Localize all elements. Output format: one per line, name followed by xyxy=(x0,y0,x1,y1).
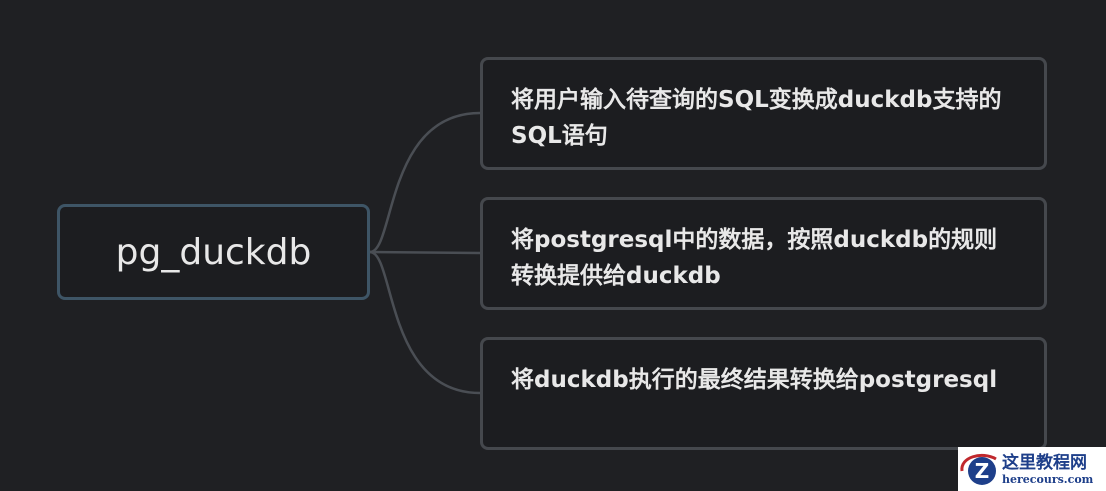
watermark-title: 这里教程网 xyxy=(1002,452,1087,473)
child-label: 将postgresql中的数据，按照duckdb的规则转换提供给duckdb xyxy=(511,227,998,289)
watermark-url: herecours.com xyxy=(1002,472,1094,486)
root-node[interactable]: pg_duckdb xyxy=(57,204,370,300)
watermark-logo: Z 这里教程网 herecours.com xyxy=(958,447,1106,491)
connector-3 xyxy=(369,250,481,395)
root-label: pg_duckdb xyxy=(115,231,312,273)
child-node-3[interactable]: 将duckdb执行的最终结果转换给postgresql xyxy=(480,337,1047,450)
connector-2 xyxy=(369,250,481,255)
child-label: 将用户输入待查询的SQL变换成duckdb支持的SQL语句 xyxy=(511,87,1002,149)
child-node-1[interactable]: 将用户输入待查询的SQL变换成duckdb支持的SQL语句 xyxy=(480,57,1047,170)
connector-1 xyxy=(369,111,481,254)
child-label: 将duckdb执行的最终结果转换给postgresql xyxy=(511,367,998,393)
svg-text:Z: Z xyxy=(975,459,990,483)
logo-z-icon: Z xyxy=(960,454,997,485)
child-node-2[interactable]: 将postgresql中的数据，按照duckdb的规则转换提供给duckdb xyxy=(480,197,1047,310)
